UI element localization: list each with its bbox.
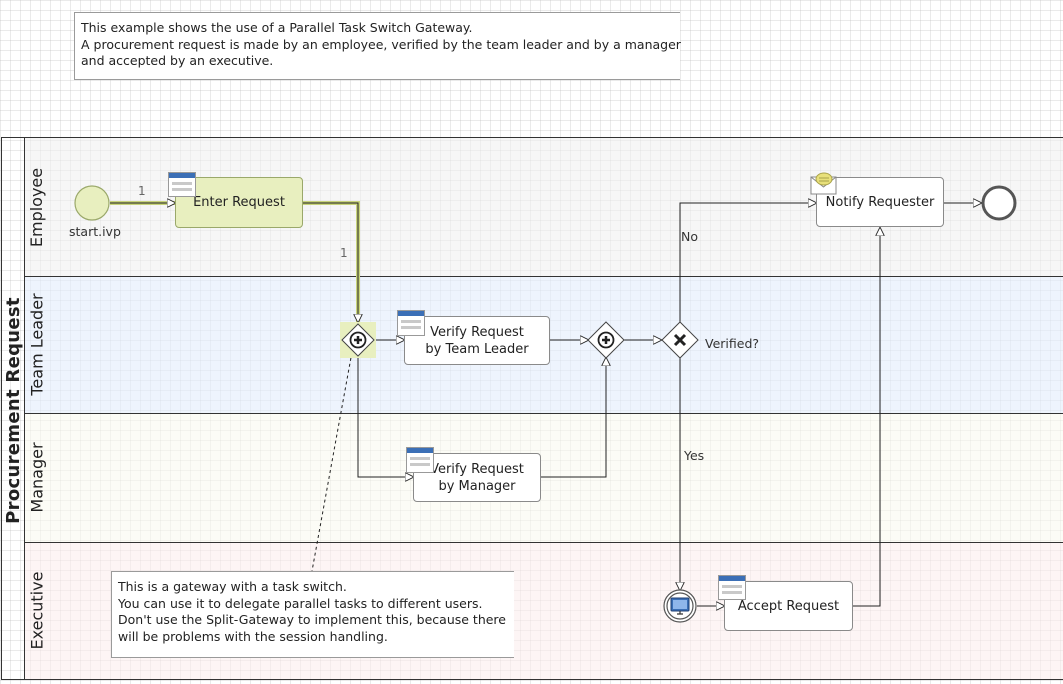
yes-flow-label: Yes xyxy=(684,448,705,463)
flow-enter-to-split[interactable] xyxy=(303,201,358,322)
bottom-note-line-4: will be problems with the session handli… xyxy=(118,628,388,644)
top-annotation-note[interactable]: This example shows the use of a Parallel… xyxy=(74,12,681,80)
x-icon xyxy=(673,333,687,347)
verify-request-manager-task[interactable]: Verify Request by Manager xyxy=(413,453,541,502)
start-event[interactable] xyxy=(74,185,110,221)
sequence-number-1: 1 xyxy=(138,184,146,198)
note-association xyxy=(311,351,353,572)
user-task-icon xyxy=(397,310,425,336)
notify-requester-label: Notify Requester xyxy=(825,194,935,210)
user-task-icon xyxy=(718,575,746,600)
sequence-number-2: 1 xyxy=(340,246,348,260)
gateway-annotation-note[interactable]: This is a gateway with a task switch. Yo… xyxy=(111,571,514,658)
top-note-line-1: This example shows the use of a Parallel… xyxy=(81,20,473,35)
decision-gateway[interactable] xyxy=(661,321,699,359)
flow-accept-to-notify[interactable] xyxy=(853,228,880,607)
verify-manager-label: Verify Request by Manager xyxy=(430,461,524,494)
top-note-line-2: A procurement request is made by an empl… xyxy=(81,36,681,52)
top-note-line-3: and accepted by an executive. xyxy=(81,53,274,68)
flow-verify-mgr-to-join[interactable] xyxy=(541,358,606,478)
verify-request-team-leader-task[interactable]: Verify Request by Team Leader xyxy=(404,316,550,365)
intermediate-event[interactable] xyxy=(663,589,697,623)
bottom-note-line-1: This is a gateway with a task switch. xyxy=(118,579,347,594)
enter-request-task[interactable]: Enter Request xyxy=(175,177,303,228)
user-task-icon xyxy=(168,172,196,197)
mail-task-icon xyxy=(810,172,838,196)
no-flow-label: No xyxy=(681,229,698,244)
start-event-label: start.ivp xyxy=(69,224,121,239)
bottom-note-line-3: Don't use the Split-Gateway to implement… xyxy=(118,612,506,627)
accept-request-label: Accept Request xyxy=(737,598,840,614)
flow-split-to-verify-mgr[interactable] xyxy=(357,358,413,477)
end-event[interactable] xyxy=(981,185,1017,221)
verify-team-leader-label: Verify Request by Team Leader xyxy=(425,324,529,357)
pool-header-divider xyxy=(24,138,25,679)
user-task-icon xyxy=(406,447,434,473)
task-switch-gateway[interactable] xyxy=(340,322,376,358)
notify-requester-task[interactable]: Notify Requester xyxy=(816,177,944,227)
join-gateway-icon xyxy=(597,331,615,349)
enter-request-label: Enter Request xyxy=(193,195,285,210)
monitor-icon xyxy=(670,597,690,615)
task-switch-gateway-icon xyxy=(349,331,367,349)
join-gateway[interactable] xyxy=(587,321,625,359)
bottom-note-line-2: You can use it to delegate parallel task… xyxy=(118,595,483,611)
decision-label: Verified? xyxy=(705,336,760,351)
pool-frame[interactable] xyxy=(1,137,1063,680)
flow-decision-no[interactable] xyxy=(679,203,816,322)
